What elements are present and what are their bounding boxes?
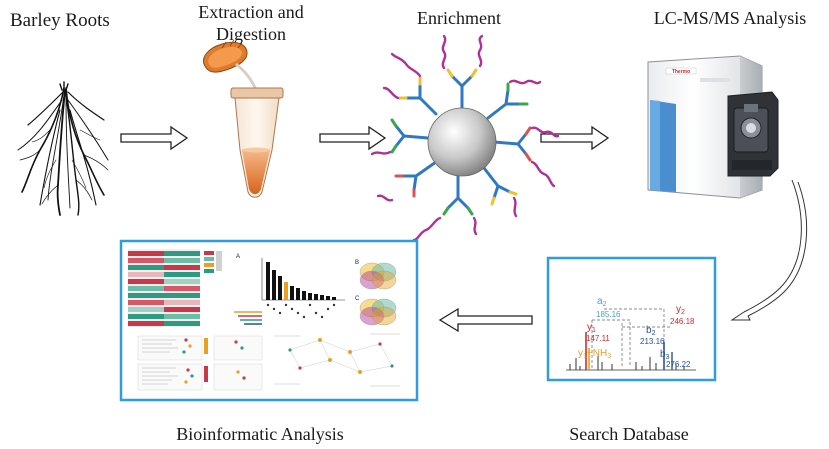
label-b2: b2 [646, 325, 656, 337]
arrow-right-3 [540, 125, 610, 151]
upset-bar-thumbnail: A [234, 254, 345, 325]
label-y2-mz: 246.18 [670, 317, 695, 326]
caption-enrichment: Enrichment [417, 8, 501, 28]
enrichment-bead-icon [370, 34, 560, 242]
search-database-panel: a2 185.16 y2 246.18 y1 147.11 b2 213.16 … [546, 256, 717, 382]
arrow-right-2 [319, 125, 387, 151]
caption-barley-roots: Barley Roots [10, 10, 110, 31]
heatmap-thumbnail [128, 249, 222, 327]
label-a2-mz: 185.16 [596, 310, 621, 319]
venn-thumbnail-c: C [355, 296, 397, 326]
venn-thumbnail-b: B [355, 260, 397, 290]
label-y1-nh3: y1−NH3 [578, 348, 611, 360]
arrow-right-1 [120, 125, 189, 151]
label-y1-mz: 147.11 [586, 334, 610, 343]
caption-extraction-line1: Extraction and [198, 2, 303, 22]
caption-extraction-line2: Digestion [216, 24, 286, 44]
caption-search-database: Search Database [569, 424, 688, 444]
arrow-left [438, 307, 533, 333]
caption-lcms: LC-MS/MS Analysis [654, 8, 807, 28]
panel-b-label: B [355, 260, 359, 266]
label-y2: y2 [676, 304, 685, 316]
panel-a-label: A [236, 254, 240, 260]
brand-label: Thermo [672, 69, 690, 75]
label-b3: b3 [660, 349, 670, 361]
enrichment-plots-thumbnail [137, 335, 263, 391]
label-b2-mz: 213.16 [640, 337, 665, 346]
microcentrifuge-tube-icon [203, 39, 284, 198]
barley-roots-image [17, 81, 109, 216]
panel-c-label: C [355, 296, 360, 302]
bioinformatic-panel: A [119, 239, 419, 402]
label-y1: y1 [587, 322, 596, 334]
label-b3-mz: 276.22 [666, 360, 691, 369]
label-a2: a2 [597, 296, 607, 308]
caption-bioinformatic: Bioinformatic Analysis [176, 424, 343, 444]
mass-spectrometer-icon: Thermo [647, 55, 779, 199]
curved-arrow-down [730, 179, 808, 321]
network-thumbnail [274, 333, 400, 387]
